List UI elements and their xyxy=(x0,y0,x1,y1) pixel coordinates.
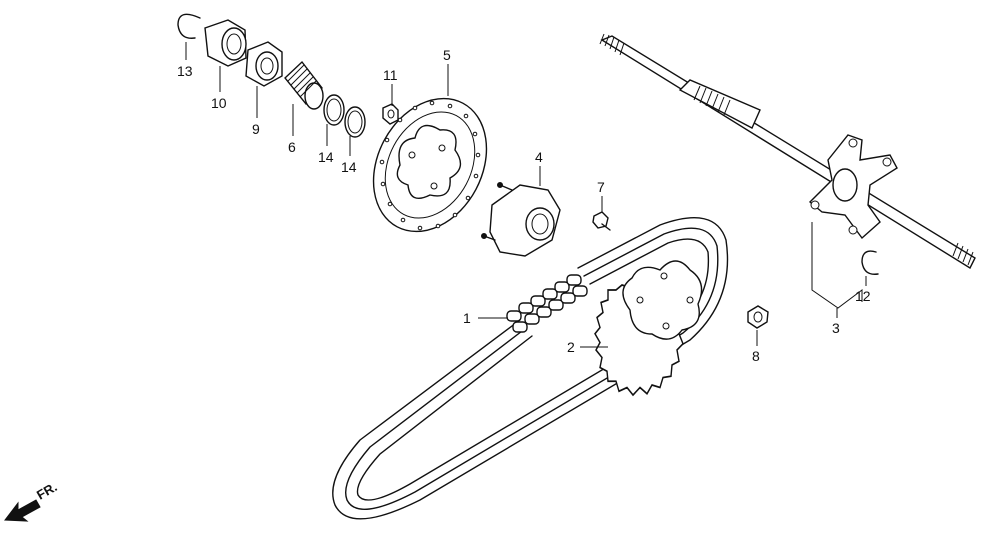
callout-6: 6 xyxy=(288,139,296,155)
callout-14a: 14 xyxy=(318,149,334,165)
nut-8 xyxy=(747,305,769,329)
circlip-13 xyxy=(177,13,201,39)
callout-labels: 1 2 3 4 5 6 7 8 9 10 11 12 13 14 14 xyxy=(177,47,871,364)
drive-chain xyxy=(332,217,729,520)
callout-14b: 14 xyxy=(341,159,357,175)
callout-3: 3 xyxy=(832,320,840,336)
callout-4: 4 xyxy=(535,149,543,165)
callout-11: 11 xyxy=(383,67,398,83)
leader-lines xyxy=(185,42,867,348)
axle-thread-left xyxy=(599,33,625,56)
callout-10: 10 xyxy=(211,95,227,111)
brake-disc-vent-holes xyxy=(379,100,481,231)
callout-2: 2 xyxy=(567,339,575,355)
nut-9 xyxy=(245,41,283,87)
circlip-12 xyxy=(861,250,879,275)
callout-8: 8 xyxy=(752,348,760,364)
callout-12: 12 xyxy=(855,288,871,304)
rear-axle xyxy=(599,33,976,269)
callout-5: 5 xyxy=(443,47,451,63)
threaded-collar-6 xyxy=(284,60,324,110)
front-indicator: FR. xyxy=(4,479,60,522)
chain-links xyxy=(506,274,588,333)
axle-spline xyxy=(693,85,731,116)
axle-thread-right xyxy=(952,242,974,266)
brake-disc xyxy=(372,97,488,233)
callout-9: 9 xyxy=(252,121,260,137)
front-indicator-label: FR. xyxy=(34,479,60,502)
lock-nut-10 xyxy=(204,19,247,67)
callout-13: 13 xyxy=(177,63,193,79)
front-direction-arrow-icon xyxy=(4,499,41,522)
callout-1: 1 xyxy=(463,310,471,326)
nut-11 xyxy=(382,103,399,125)
sprocket-hub xyxy=(481,182,561,257)
driven-sprocket xyxy=(594,260,703,397)
callout-7: 7 xyxy=(597,179,605,195)
bolt-7 xyxy=(592,211,611,231)
